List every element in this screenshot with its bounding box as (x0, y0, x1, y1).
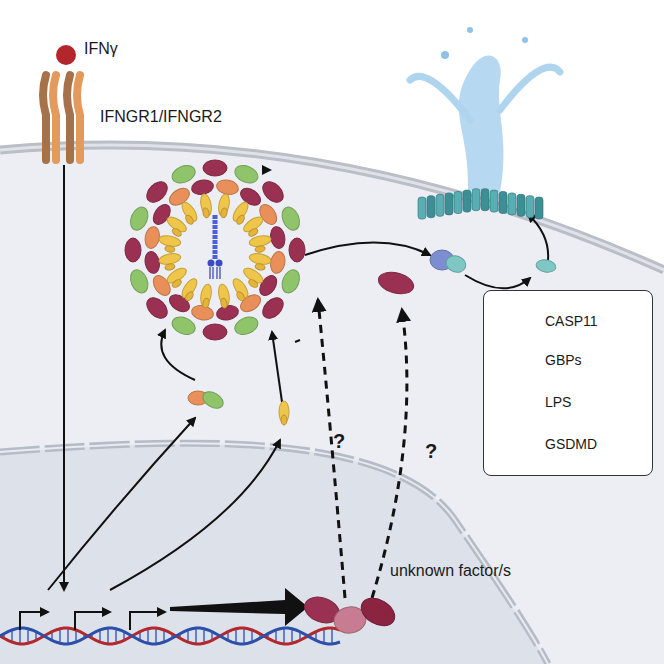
gsdmd-pore (410, 27, 560, 219)
arrow (63, 165, 65, 590)
arrow (110, 440, 280, 590)
arrow (272, 332, 282, 402)
arrow (161, 330, 195, 380)
expression-arrow (170, 588, 308, 626)
arrow (465, 275, 530, 288)
ifn-gamma-ligand (56, 45, 76, 65)
text-label: IFNGR1/IFNGR2 (100, 108, 222, 126)
dna (0, 628, 340, 644)
arrow (48, 418, 195, 590)
cell-membrane (0, 145, 664, 270)
question-mark: ? (425, 440, 437, 463)
promoter-arrow (130, 612, 165, 630)
legend-text: GSDMD (545, 436, 597, 452)
text-label: unknown factor/s (390, 562, 511, 580)
promoter-arrow (20, 612, 48, 630)
text-label: IFNγ (84, 40, 118, 58)
question-mark: ? (333, 430, 345, 453)
arrow (528, 214, 548, 260)
noncanonical-inflammasome (125, 160, 305, 340)
nucleus (0, 443, 548, 664)
legend-text: LPS (545, 394, 571, 410)
arrow (305, 243, 430, 256)
dashed-arrow (372, 310, 407, 598)
cytoplasm (0, 145, 664, 664)
promoter-arrow (75, 612, 110, 630)
receptor (43, 75, 80, 160)
legend-text: CASP11 (545, 313, 598, 329)
dashed-arrow (318, 300, 345, 598)
legend-text: GBPs (545, 352, 582, 368)
